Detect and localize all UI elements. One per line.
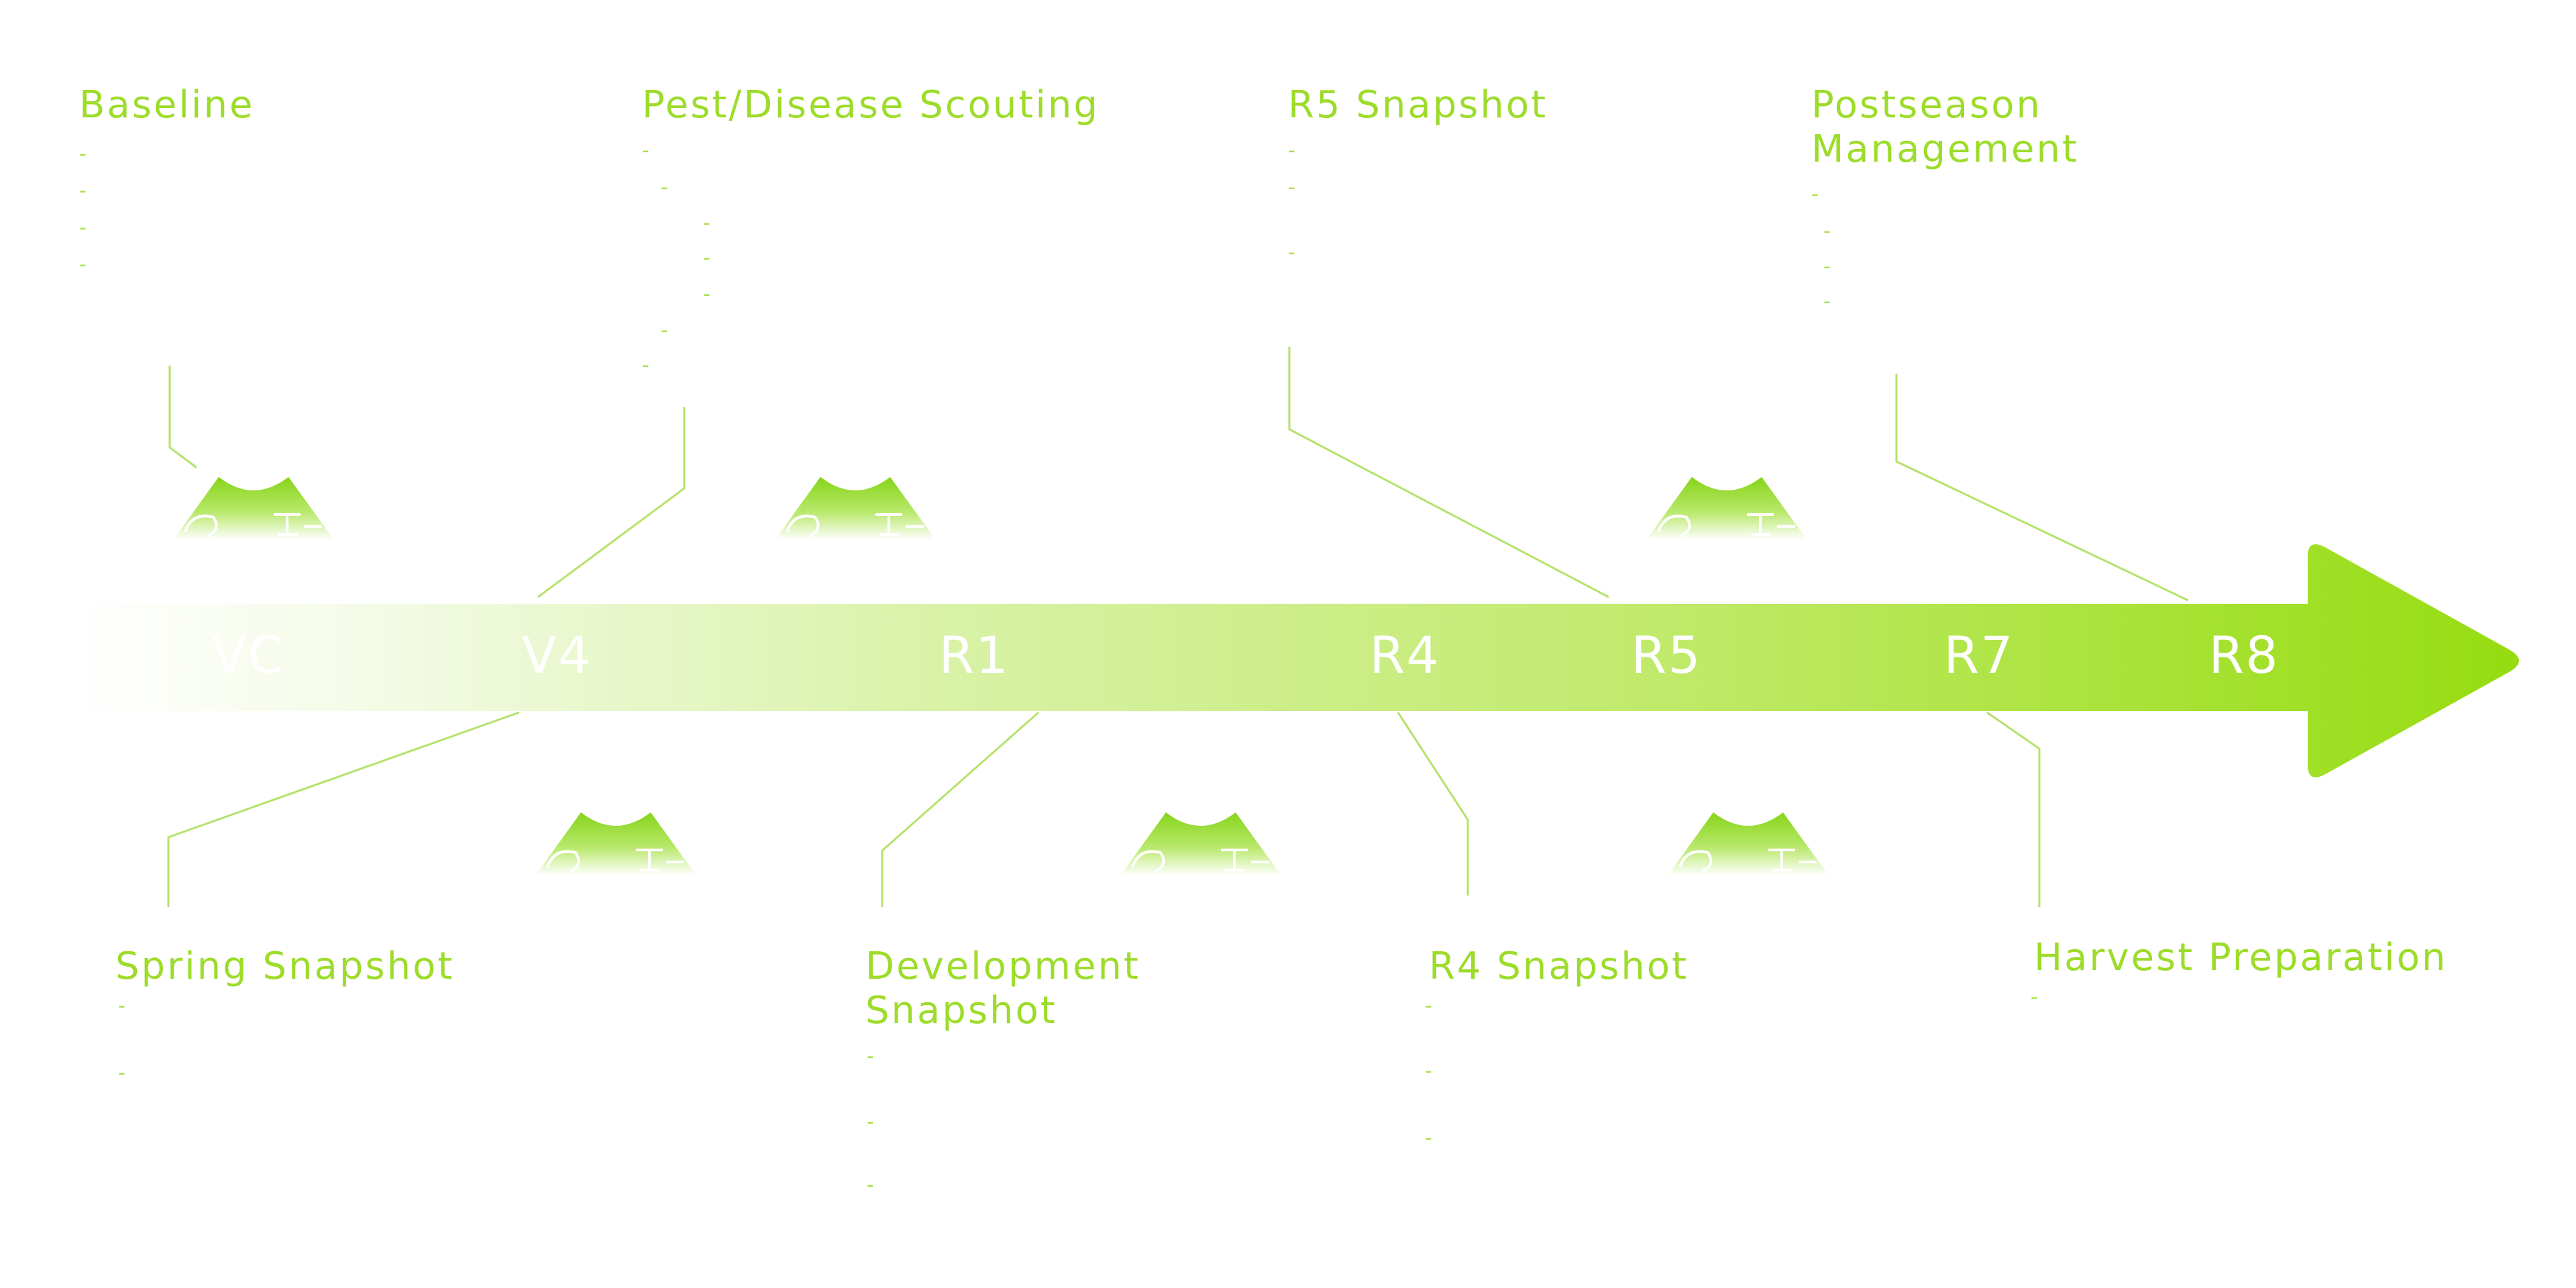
dash-bullet-pest-disease-scouting: - [642,354,649,377]
event-title-r5-snapshot: R5 Snapshot [1288,83,1548,127]
stage-label-vc: VC [211,625,285,685]
connector-r4-snapshot [1397,712,1469,896]
dash-bullet-pest-disease-scouting: - [661,176,668,199]
dash-bullet-spring-snapshot: - [118,994,125,1018]
event-title-postseason-management: Postseason Management [1811,83,2079,171]
dash-bullet-r4-snapshot: - [1425,1059,1432,1083]
dash-bullet-harvest-preparation: - [2031,985,2038,1009]
stage-label-r5: R5 [1631,625,1702,685]
dash-bullet-r5-snapshot: - [1288,139,1295,162]
event-title-baseline: Baseline [79,83,255,127]
dash-bullet-r4-snapshot: - [1425,1126,1432,1150]
stage-label-r4: R4 [1369,625,1440,685]
dash-bullet-baseline: - [79,216,87,239]
dash-bullet-pest-disease-scouting: - [661,319,668,342]
dash-bullet-baseline: - [79,179,87,203]
dash-bullet-baseline: - [79,253,87,276]
field-tractor-icon-5 [1120,812,1281,875]
connector-development-snapshot [881,711,1039,907]
dash-bullet-development-snapshot: - [867,1044,874,1068]
event-title-harvest-preparation: Harvest Preparation [2034,936,2448,979]
event-title-r4-snapshot: R4 Snapshot [1429,945,1689,988]
dash-bullet-postseason-management: - [1823,255,1831,278]
timeline-arrow [74,544,2519,777]
event-title-development-snapshot: Development Snapshot [865,945,1140,1032]
dash-bullet-baseline: - [79,142,87,166]
connector-r5-snapshot [1288,347,1609,598]
dash-bullet-development-snapshot: - [867,1173,874,1197]
dash-bullet-postseason-management: - [1823,219,1831,243]
field-tractor-icon-6 [1668,812,1829,875]
field-tractor-icon-2 [775,477,936,540]
dash-bullet-r5-snapshot: - [1288,176,1295,199]
dash-bullet-pest-disease-scouting: - [703,211,710,235]
stage-label-r1: R1 [938,625,1010,685]
connector-pest-disease-scouting [537,407,686,598]
field-tractor-icon-1 [173,477,334,540]
connector-baseline [168,366,197,469]
stage-label-r7: R7 [1943,625,2015,685]
field-tractor-icon-4 [535,812,696,875]
dash-bullet-postseason-management: - [1811,182,1819,206]
connector-harvest-preparation [1986,711,2041,907]
stage-label-v4: V4 [521,625,592,685]
dash-bullet-pest-disease-scouting: - [703,282,710,306]
connector-spring-snapshot [167,711,520,907]
field-tractor-icon-3 [1646,477,1807,540]
dash-bullet-development-snapshot: - [867,1110,874,1134]
stage-label-r8: R8 [2208,625,2279,685]
event-title-pest-disease-scouting: Pest/Disease Scouting [642,83,1099,127]
dash-bullet-r4-snapshot: - [1425,994,1432,1018]
event-title-spring-snapshot: Spring Snapshot [115,945,455,988]
dash-bullet-pest-disease-scouting: - [703,246,710,270]
dash-bullet-pest-disease-scouting: - [642,139,649,162]
dash-bullet-spring-snapshot: - [118,1061,125,1085]
dash-bullet-r5-snapshot: - [1288,241,1295,264]
connector-postseason-management [1895,374,2189,602]
dash-bullet-postseason-management: - [1823,290,1831,313]
